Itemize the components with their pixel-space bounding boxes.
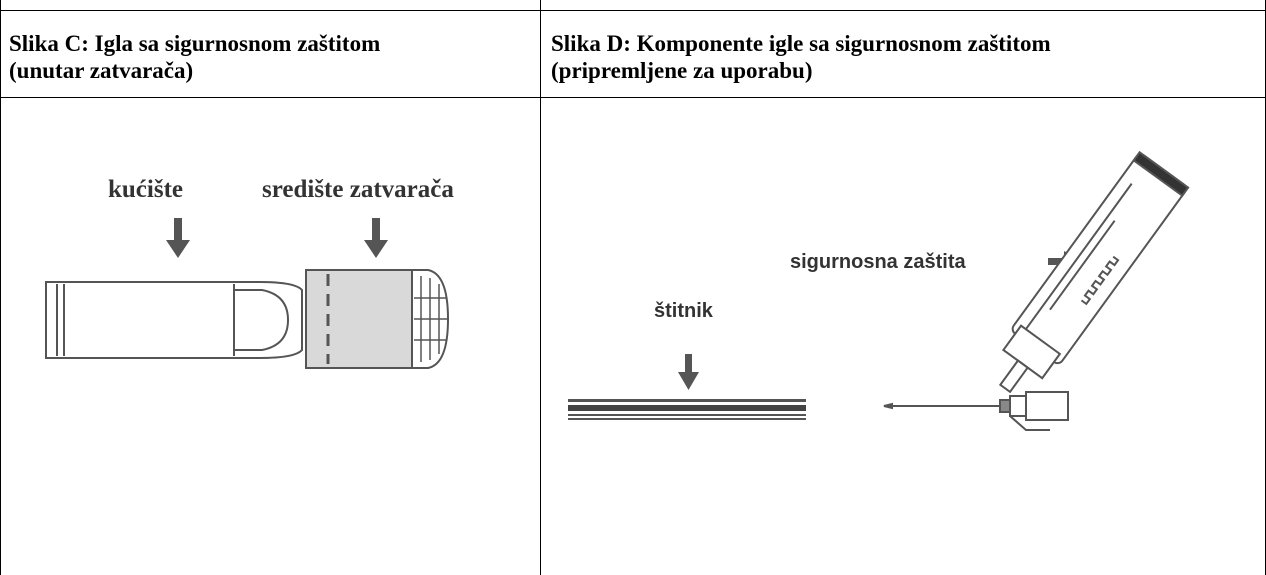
- table-border-top: [0, 10, 1266, 11]
- label-shield: štitnik: [654, 300, 713, 322]
- arrow-down-icon: [166, 218, 190, 258]
- housing-body: [45, 281, 303, 359]
- needle-shield: [568, 399, 806, 420]
- figure-c-title: Slika C: Igla sa sigurnosnom zaštitom (u…: [9, 30, 380, 84]
- needle-components-illustration: [568, 150, 1190, 431]
- safety-guard: [883, 150, 1190, 431]
- cap-center: [305, 269, 450, 369]
- table-border-middle: [540, 0, 541, 575]
- figure-d-title-line2: (pripremljene za uporabu): [551, 58, 813, 83]
- arrow-down-icon: [678, 354, 699, 390]
- label-safety-guard: sigurnosna zaštita: [790, 251, 966, 273]
- table-border-left: [0, 0, 1, 575]
- needle-in-cap-illustration: [45, 218, 450, 369]
- label-housing: kućište: [108, 176, 183, 203]
- figure-c-title-line1: Slika C: Igla sa sigurnosnom zaštitom: [9, 31, 381, 56]
- figure-d-title-line1: Slika D: Komponente igle sa sigurnosnom …: [551, 31, 1051, 56]
- figure-d-title: Slika D: Komponente igle sa sigurnosnom …: [551, 30, 1051, 84]
- label-cap-center: središte zatvarača: [262, 176, 454, 203]
- figure-c-title-line2: (unutar zatvarača): [9, 58, 194, 83]
- table-border-header: [0, 97, 1266, 98]
- arrow-down-icon: [364, 218, 388, 258]
